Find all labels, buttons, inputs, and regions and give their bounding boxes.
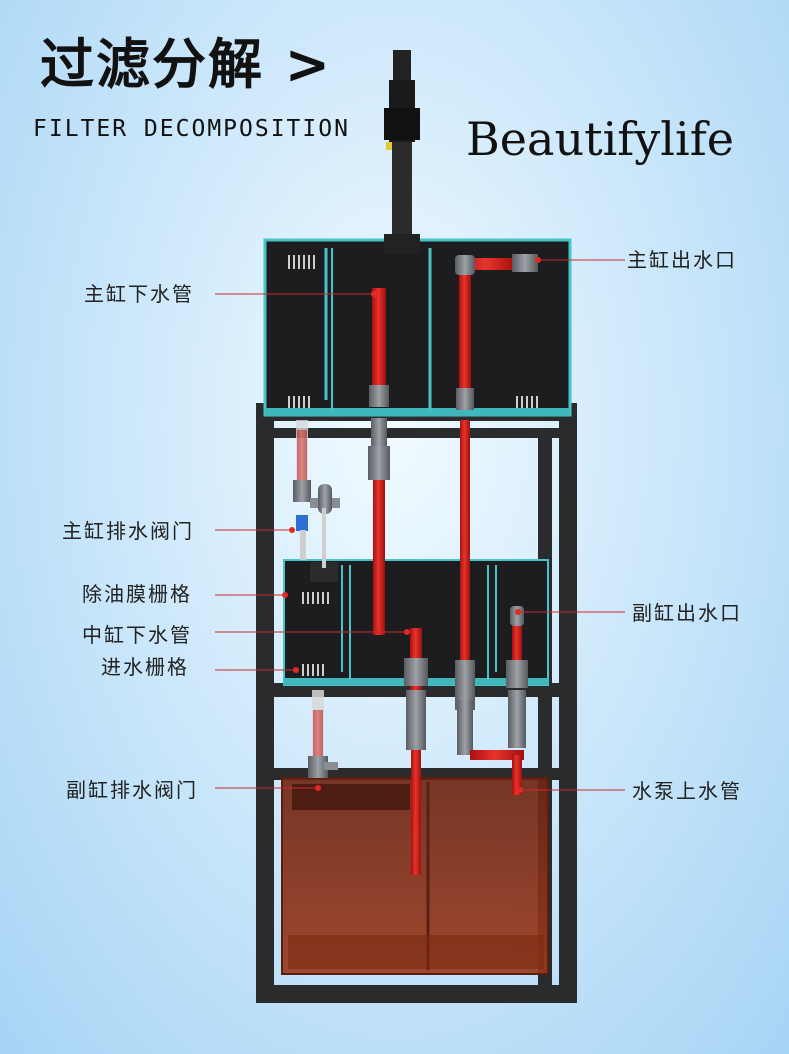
- label-main-tank-downpipe: 主缸下水管: [84, 282, 194, 306]
- label-oil-film-grille: 除油膜栅格: [82, 582, 192, 606]
- page-title: 过滤分解 >: [40, 33, 333, 96]
- label-pump-riser-pipe: 水泵上水管: [632, 779, 742, 803]
- callout-lines: [215, 257, 625, 793]
- sub-tank-outlet-pipe: [470, 606, 528, 795]
- main-tank-downpipe: [368, 288, 390, 635]
- label-sub-tank-outlet: 副缸出水口: [632, 601, 742, 625]
- protein-skimmer-icon: [384, 50, 420, 254]
- sump-tank: [281, 777, 549, 975]
- sub-tank-drain-valve-pipe: [308, 690, 338, 778]
- main-tank-outlet-pipe: [455, 254, 538, 755]
- label-main-tank-drain-valve: 主缸排水阀门: [62, 519, 194, 543]
- page-subtitle: FILTER DECOMPOSITION: [33, 116, 350, 142]
- label-main-tank-outlet: 主缸出水口: [627, 248, 737, 272]
- valve-icon: [310, 484, 340, 568]
- label-inlet-grille: 进水栅格: [101, 655, 189, 679]
- label-sub-tank-drain-valve: 副缸排水阀门: [66, 778, 198, 802]
- brand-logo-text: Beautifylife: [466, 112, 734, 166]
- main-tank-drain-valve-pipe: [293, 420, 311, 560]
- label-middle-tank-downpipe: 中缸下水管: [82, 623, 192, 647]
- middle-tank-downpipe: [404, 628, 428, 875]
